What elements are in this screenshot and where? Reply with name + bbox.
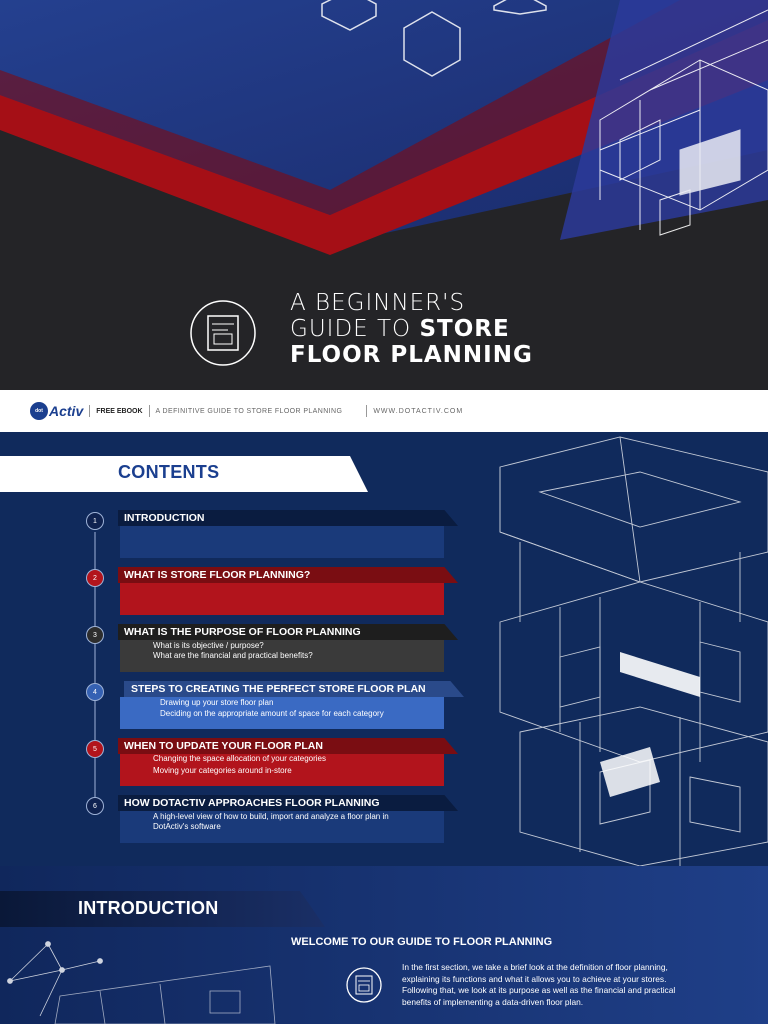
tagline: A DEFINITIVE GUIDE TO STORE FLOOR PLANNI… — [155, 407, 343, 415]
toc-item-subtopic: What are the financial and practical ben… — [153, 651, 313, 660]
introduction-title: INTRODUCTION — [78, 898, 219, 918]
toc-item-header — [118, 510, 458, 526]
toc-item-body — [120, 583, 444, 615]
logo-name: Activ — [49, 403, 84, 419]
toc-item-number: 5 — [86, 740, 104, 758]
floor-plan-icon — [190, 300, 256, 366]
contents-tab — [0, 456, 368, 492]
toc-item-header — [118, 738, 458, 754]
toc-item-title: WHAT IS THE PURPOSE OF FLOOR PLANNING — [124, 626, 361, 638]
toc-item-body — [120, 754, 444, 786]
paragraph-line: Following that, we look at its purpose a… — [402, 985, 676, 995]
toc-item-title: WHAT IS STORE FLOOR PLANNING? — [124, 569, 311, 581]
toc-item-number: 3 — [86, 626, 104, 644]
toc-item-body — [120, 811, 444, 843]
toc-item-subtopic: Moving your categories around in-store — [153, 766, 292, 775]
toc-item-number: 6 — [86, 797, 104, 815]
toc-item-header — [124, 681, 464, 697]
title-line-3: FLOOR PLANNING — [290, 342, 533, 368]
divider — [366, 405, 368, 417]
toc-item-subtopic: Deciding on the appropriate amount of sp… — [160, 709, 384, 718]
paragraph-line: In the first section, we take a brief lo… — [402, 962, 668, 972]
logo-badge: dot — [30, 402, 48, 420]
paragraph-line: benefits of implementing a data-driven f… — [402, 996, 584, 1007]
building-wireframe — [94, 436, 768, 866]
divider — [148, 405, 150, 417]
cover-hero: A BEGINNER'S GUIDE TO STORE FLOOR PLANNI… — [0, 0, 768, 390]
toc-item-number: 4 — [86, 683, 104, 701]
title-line-2-light: GUIDE TO — [290, 316, 420, 342]
cover-title: A BEGINNER'S GUIDE TO STORE FLOOR PLANNI… — [290, 290, 533, 368]
toc-item-number: 1 — [86, 512, 104, 530]
toc-item-title: INTRODUCTION — [124, 512, 205, 524]
toc-item-title: WHEN TO UPDATE YOUR FLOOR PLAN — [124, 740, 323, 752]
toc-item-subtopic: DotActiv's software — [153, 822, 221, 831]
toc-item-header — [118, 567, 458, 583]
toc-item-subtopic: Changing the space allocation of your ca… — [153, 754, 326, 763]
toc-item-body — [120, 640, 444, 672]
toc-item-body — [120, 697, 444, 729]
contents-section: CONTENTS 1 INTRODUCTION 2 WHAT IS STORE … — [0, 432, 768, 866]
floor-plan-icon — [346, 967, 382, 1003]
dotactiv-logo: dot Activ — [30, 402, 83, 420]
contents-title: CONTENTS — [118, 462, 220, 482]
divider — [89, 405, 91, 417]
toc-item-subtopic: Drawing up your store floor plan — [160, 698, 274, 707]
brand-strip: dot Activ FREE EBOOK A DEFINITIVE GUIDE … — [0, 390, 768, 432]
free-ebook-label: FREE EBOOK — [96, 407, 143, 415]
toc-item-when-to-update[interactable]: 5 WHEN TO UPDATE YOUR FLOOR PLAN Changin… — [0, 738, 470, 800]
toc-item-what-is-floor-planning[interactable]: 2 WHAT IS STORE FLOOR PLANNING? — [0, 567, 470, 629]
website-link[interactable]: WWW.DOTACTIV.COM — [373, 407, 464, 415]
toc-item-body — [120, 526, 444, 558]
introduction-section: INTRODUCTION WELCOME TO OUR GUIDE TO FLO… — [0, 866, 768, 1024]
title-line-1: A BEGINNER'S — [290, 290, 466, 316]
toc-item-dotactiv-approach[interactable]: 6 HOW DOTACTIV APPROACHES FLOOR PLANNING… — [0, 795, 470, 857]
toc-item-purpose[interactable]: 3 WHAT IS THE PURPOSE OF FLOOR PLANNING … — [0, 624, 470, 686]
toc-item-header — [118, 624, 458, 640]
toc-item-introduction[interactable]: 1 INTRODUCTION — [0, 510, 470, 572]
toc-item-title: HOW DOTACTIV APPROACHES FLOOR PLANNING — [124, 797, 380, 809]
paragraph-line: explaining its functions and what it all… — [402, 973, 667, 984]
toc-item-subtopic: A high-level view of how to build, impor… — [153, 812, 389, 821]
toc-item-steps[interactable]: 4 STEPS TO CREATING THE PERFECT STORE FL… — [0, 681, 470, 743]
introduction-paragraph: In the first section, we take a brief lo… — [402, 962, 768, 1008]
introduction-tab — [0, 891, 325, 927]
toc-item-header — [118, 795, 458, 811]
hero-background — [0, 0, 768, 390]
welcome-heading: WELCOME TO OUR GUIDE TO FLOOR PLANNING — [291, 936, 553, 948]
toc-item-number: 2 — [86, 569, 104, 587]
toc-item-title: STEPS TO CREATING THE PERFECT STORE FLOO… — [131, 683, 426, 695]
toc-item-subtopic: What is its objective / purpose? — [153, 641, 264, 650]
title-line-2-bold: STORE — [419, 316, 510, 342]
